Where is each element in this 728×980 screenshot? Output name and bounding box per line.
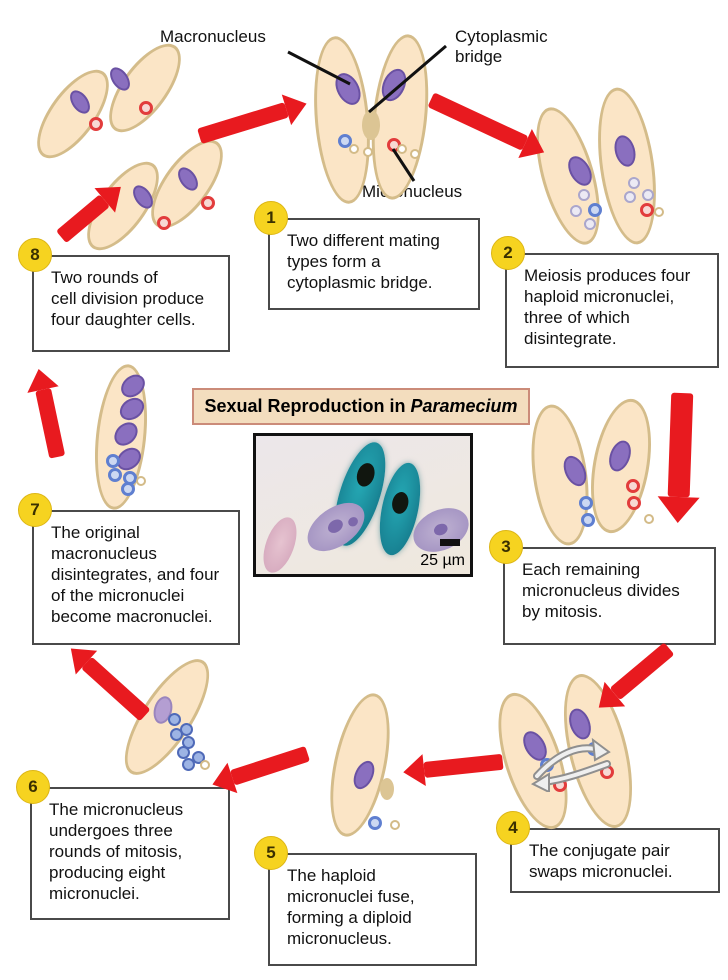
arrow-shaft — [423, 753, 504, 778]
title-prefix: Sexual Reproduction in — [204, 396, 411, 416]
cycle-arrow-2-to-3 — [656, 392, 701, 524]
micronucleus-icon — [627, 496, 641, 510]
step-text-8: Two rounds of cell division produce four… — [51, 268, 205, 330]
micronucleus-icon — [640, 203, 654, 217]
micronucleus-icon — [89, 117, 103, 131]
vacuole-icon — [390, 820, 400, 830]
paramecium-cell — [23, 58, 123, 170]
step-box-5: 5 The haploid micronuclei fuse, forming … — [254, 836, 477, 966]
step-text-2: Meiosis produces four haploid micronucle… — [524, 266, 691, 349]
step-badge-7: 7 — [18, 493, 52, 527]
vacuole-icon — [363, 147, 373, 157]
paramecium-pair-meiosis — [523, 84, 670, 253]
arrow-head-icon — [656, 496, 700, 524]
step-badge-3: 3 — [489, 530, 523, 564]
micronucleus-icon — [170, 728, 183, 741]
micronucleus-icon — [139, 101, 153, 115]
vacuole-icon — [200, 760, 210, 770]
scale-bar — [440, 539, 460, 546]
micronucleus-icon — [578, 189, 590, 201]
micronucleus-icon — [106, 454, 120, 468]
stained-spot — [346, 515, 360, 529]
micronucleus-icon — [588, 203, 602, 217]
cytoplasmic-bridge-groove — [362, 110, 380, 140]
arrow-shaft — [427, 92, 529, 151]
step-badge-2: 2 — [491, 236, 525, 270]
paramecium-four-macronuclei-cell — [76, 360, 194, 514]
diagram-title: Sexual Reproduction in Paramecium — [192, 388, 530, 425]
micronucleus-icon — [579, 496, 593, 510]
paramecium-diploid-cell — [318, 688, 434, 844]
arrow-head-icon — [22, 365, 59, 393]
arrow-shaft — [667, 392, 694, 498]
step-box-2: 2 Meiosis produces four haploid micronuc… — [491, 236, 719, 368]
paramecium-pair-mitosis — [523, 392, 669, 550]
arrow-shaft — [35, 387, 66, 459]
micronucleus-icon — [624, 191, 636, 203]
arrow-head-icon — [281, 88, 312, 126]
step-badge-5: 5 — [254, 836, 288, 870]
step-badge-1: 1 — [254, 201, 288, 235]
micronucleus-icon — [642, 189, 654, 201]
step-box-3: 3 Each remaining micronucleus divides by… — [489, 530, 716, 645]
step-text-7: The original macronucleus disintegrates,… — [51, 523, 220, 627]
oral-groove — [380, 778, 394, 800]
micronucleus-icon — [108, 468, 122, 482]
paramecium-micrograph: 25 µm — [253, 433, 473, 577]
vacuole-icon — [644, 514, 654, 524]
micronucleus-icon — [368, 816, 382, 830]
step-badge-6: 6 — [16, 770, 50, 804]
stained-nucleus — [390, 490, 411, 516]
vacuole-icon — [136, 476, 146, 486]
micronucleus-icon — [338, 134, 352, 148]
micronucleus-icon — [201, 196, 215, 210]
micronucleus-icon — [177, 746, 190, 759]
cytoplasmic-bridge-label: Cytoplasmic bridge — [455, 27, 548, 66]
stained-spot — [325, 516, 346, 536]
micronucleus-icon — [121, 482, 135, 496]
macronucleus-label: Macronucleus — [160, 27, 266, 46]
paramecium-pair-swapping — [484, 667, 682, 838]
micronucleus-icon — [157, 216, 171, 230]
arrow-head-icon — [401, 754, 426, 789]
step-text-1: Two different mating types form a cytopl… — [287, 231, 440, 293]
scale-label: 25 µm — [420, 552, 465, 569]
swap-arrows-icon — [530, 737, 611, 792]
step-box-4: 4 The conjugate pair swaps micronuclei. — [496, 811, 720, 893]
micronucleus-icon — [628, 177, 640, 189]
step-text-3: Each remaining micronucleus divides by m… — [522, 560, 680, 622]
micronucleus-icon — [581, 513, 595, 527]
step-box-6: 6 The micronucleus undergoes three round… — [16, 770, 230, 920]
step-text-5: The haploid micronuclei fuse, forming a … — [287, 866, 415, 949]
step-box-8: 8 Two rounds of cell division produce fo… — [18, 238, 230, 352]
stained-spot — [432, 521, 450, 538]
micronucleus-icon — [570, 205, 582, 217]
vacuole-icon — [397, 144, 407, 154]
cycle-arrow-1-to-2 — [423, 83, 552, 168]
stained-cell-pink — [256, 512, 304, 574]
paramecium-pair-conjugating — [307, 26, 436, 218]
step-box-7: 7 The original macronucleus disintegrate… — [18, 493, 240, 645]
stained-nucleus — [353, 460, 378, 489]
step-text-6: The micronucleus undergoes three rounds … — [49, 800, 184, 904]
paramecium-daughter-cells — [23, 32, 256, 262]
cycle-arrow-7-to-8 — [21, 365, 75, 461]
paramecium-eight-micronuclei-cell — [109, 647, 252, 790]
vacuole-icon — [349, 144, 359, 154]
micronucleus-icon — [182, 758, 195, 771]
micronucleus-icon — [626, 479, 640, 493]
vacuole-icon — [654, 207, 664, 217]
step-badge-8: 8 — [18, 238, 52, 272]
step-text-4: The conjugate pair swaps micronuclei. — [529, 841, 673, 882]
step-badge-4: 4 — [496, 811, 530, 845]
micronucleus-icon — [584, 218, 596, 230]
step-box-1: 1 Two different mating types form a cyto… — [254, 201, 480, 310]
vacuole-icon — [410, 149, 420, 159]
title-species: Paramecium — [410, 396, 518, 416]
micronucleus-icon — [168, 713, 181, 726]
paramecium-cell — [95, 32, 195, 144]
